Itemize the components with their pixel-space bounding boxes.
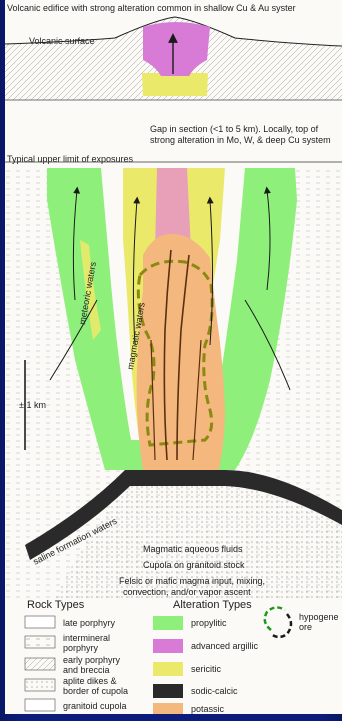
ore-label-line2: ore (299, 622, 312, 632)
alteration-swatch-sericitic (153, 662, 183, 676)
scale-bar-label: ± 1 km (19, 400, 46, 410)
rock-label-late-porphyry: late porphyry (63, 618, 116, 628)
rock-label-granitoid-cupola: granitoid cupola (63, 701, 127, 711)
alteration-label-sericitic: sericitic (191, 664, 222, 674)
alteration-types-title: Alteration Types (173, 599, 252, 611)
alteration-label-sodic-calcic: sodic-calcic (191, 686, 238, 696)
porphyry-system-diagram: Volcanic edifice with strong alteration … (5, 0, 342, 714)
rock-label-intermineral-1: intermineral (63, 633, 110, 643)
exposure-limit-label: Typical upper limit of exposures (7, 154, 134, 164)
rock-swatch-late-porphyry (25, 616, 55, 628)
top-sericitic-zone (142, 73, 208, 96)
rock-swatch-intermineral-porphyry (25, 636, 55, 648)
alteration-swatch-advanced-argillic (153, 639, 183, 653)
volcanic-surface-label: Volcanic surface (29, 36, 95, 46)
rock-label-early-porphyry-2: and breccia (63, 665, 110, 675)
alteration-swatch-propylitic (153, 616, 183, 630)
hypogene-ore-legend: hypogene ore (265, 607, 339, 637)
rock-swatch-early-porphyry (25, 658, 55, 670)
alteration-label-advanced-argillic: advanced argillic (191, 641, 259, 651)
rock-swatch-aplite-dikes (25, 679, 55, 691)
alteration-swatch-potassic (153, 703, 183, 714)
ore-symbol-icon-dark (271, 614, 291, 637)
rock-label-aplite-2: border of cupola (63, 686, 128, 696)
diagram-paper: Volcanic edifice with strong alteration … (5, 0, 342, 714)
rock-swatch-granitoid-cupola (25, 699, 55, 711)
magma-input-line2: convection, and/or vapor ascent (123, 587, 251, 597)
gap-text-line2: strong alteration in Mo, W, & deep Cu sy… (150, 135, 331, 145)
alteration-swatch-sodic-calcic (153, 684, 183, 698)
alteration-label-potassic: potassic (191, 704, 225, 714)
rock-types-title: Rock Types (27, 599, 85, 611)
alteration-label-propylitic: propylitic (191, 618, 227, 628)
magmatic-fluids-label: Magmatic aqueous fluids (143, 544, 243, 554)
gap-text-line1: Gap in section (<1 to 5 km). Locally, to… (150, 124, 319, 134)
ore-label-line1: hypogene (299, 612, 339, 622)
rock-label-intermineral-2: porphyry (63, 643, 99, 653)
ore-symbol-icon (265, 607, 285, 630)
cupola-label: Cupola on granitoid stock (143, 560, 245, 570)
top-title: Volcanic edifice with strong alteration … (7, 3, 296, 13)
alteration-types-legend: propylitic advanced argillic sericitic s… (153, 616, 259, 714)
rock-types-legend: late porphyry intermineral porphyry earl… (25, 616, 128, 711)
rock-label-aplite-1: aplite dikes & (63, 676, 117, 686)
magma-input-line1: Felsic or mafic magma input, mixing, (119, 576, 265, 586)
rock-label-early-porphyry-1: early porphyry (63, 655, 121, 665)
